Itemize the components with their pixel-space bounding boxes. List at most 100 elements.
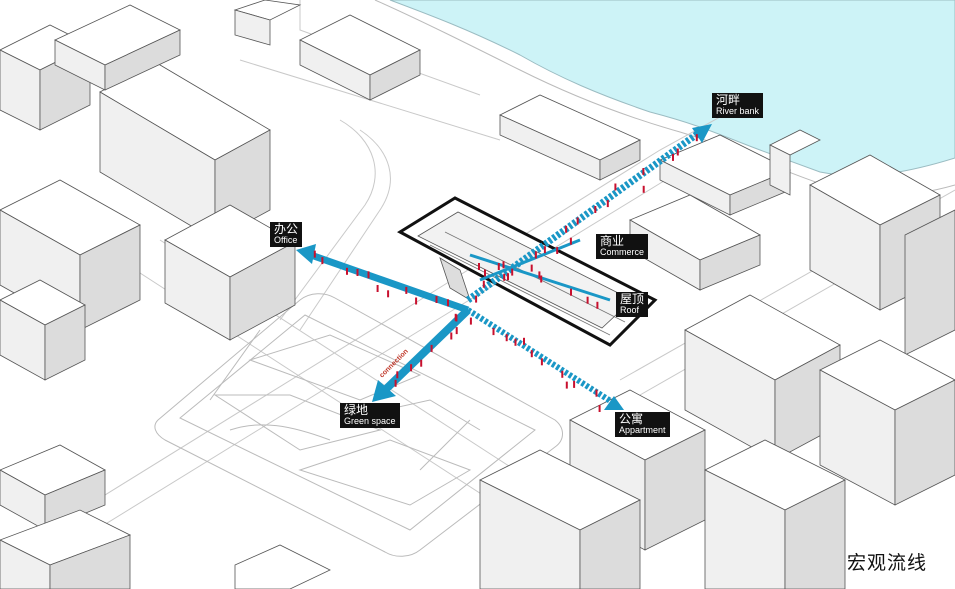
building-s-2 — [704, 439, 846, 589]
person-marker — [396, 371, 399, 379]
person-marker — [505, 334, 508, 342]
flow-green-space — [382, 307, 471, 393]
label-commerce-cn: 商业 — [600, 234, 625, 248]
label-green-space-en: Green space — [344, 415, 396, 426]
person-marker — [430, 344, 433, 352]
diagram-caption: 宏观流线 — [846, 552, 927, 574]
person-marker — [455, 327, 458, 335]
label-river-bank-cn: 河畔 — [716, 93, 741, 107]
label-green-space-cn: 绿地 — [344, 403, 369, 417]
arrowhead-river-bank — [692, 124, 712, 143]
person-marker — [530, 264, 533, 272]
person-marker — [346, 267, 348, 275]
person-marker — [523, 337, 525, 345]
building-se-2 — [819, 339, 955, 506]
person-marker — [492, 328, 495, 336]
person-marker — [595, 389, 598, 397]
label-roof: 屋顶 Roof — [616, 292, 649, 318]
label-roof-en: Roof — [620, 304, 640, 315]
project-building — [397, 196, 658, 347]
building-se-1 — [684, 294, 841, 461]
flow-arrows: connection — [296, 124, 712, 410]
person-marker — [569, 237, 572, 245]
person-marker — [556, 247, 559, 254]
building-e-2 — [904, 209, 955, 356]
person-marker — [565, 225, 568, 233]
people-markers — [313, 134, 698, 412]
label-office-en: Office — [274, 234, 298, 245]
flow-apartment — [466, 307, 614, 405]
label-river-bank-en: River bank — [716, 105, 760, 116]
person-marker — [530, 350, 533, 358]
label-apartment: 公寓 Appartment — [615, 412, 670, 438]
label-river-bank: 河畔 River bank — [712, 93, 764, 119]
person-marker — [511, 268, 514, 276]
label-commerce-en: Commerce — [600, 246, 645, 257]
label-apartment-cn: 公寓 — [619, 412, 644, 426]
label-apartment-en: Appartment — [619, 424, 666, 435]
arrowhead-green-space — [372, 380, 396, 402]
person-marker — [497, 263, 500, 270]
building-nw-2 — [164, 204, 296, 341]
label-green-space: 绿地 Green space — [340, 403, 400, 429]
person-marker — [576, 217, 579, 225]
person-marker — [394, 379, 397, 387]
person-marker — [561, 370, 564, 378]
person-marker — [695, 134, 698, 142]
person-marker — [450, 332, 453, 340]
label-commerce: 商业 Commerce — [596, 234, 649, 260]
building-n-1 — [54, 4, 181, 91]
person-marker — [410, 364, 413, 372]
person-marker — [540, 358, 543, 366]
person-marker — [405, 286, 408, 294]
person-marker — [503, 273, 506, 281]
person-marker — [565, 381, 568, 389]
person-marker — [676, 148, 679, 156]
person-marker — [482, 280, 485, 288]
person-marker — [387, 290, 390, 298]
building-n-3 — [233, 0, 302, 46]
person-marker — [478, 263, 480, 270]
arrowhead-apartment — [604, 396, 624, 410]
person-marker — [507, 273, 509, 281]
person-marker — [606, 200, 609, 208]
person-marker — [540, 275, 543, 283]
label-office-cn: 办公 — [274, 222, 299, 236]
person-marker — [573, 380, 576, 388]
flow-river-bank — [465, 129, 703, 303]
person-marker — [672, 153, 674, 161]
person-marker — [514, 338, 517, 346]
person-marker — [534, 251, 537, 259]
person-marker — [596, 301, 599, 309]
arrowhead-office — [296, 244, 316, 264]
person-marker — [454, 313, 457, 321]
person-marker — [367, 271, 370, 279]
person-marker — [321, 257, 324, 265]
person-marker — [376, 285, 379, 292]
person-marker — [538, 271, 541, 279]
label-roof-cn: 屋顶 — [620, 292, 645, 306]
person-marker — [598, 405, 601, 412]
person-marker — [420, 359, 423, 367]
person-marker — [435, 296, 438, 303]
person-marker — [543, 246, 546, 254]
person-marker — [484, 269, 486, 277]
green-space-park — [154, 293, 563, 557]
person-marker — [614, 183, 617, 191]
person-marker — [642, 168, 645, 175]
label-office: 办公 Office — [270, 222, 303, 248]
person-marker — [586, 296, 589, 304]
building-riverside — [499, 94, 641, 181]
building-s-low — [234, 544, 331, 589]
person-marker — [570, 288, 572, 296]
person-marker — [356, 269, 359, 276]
person-marker — [594, 206, 597, 213]
person-marker — [642, 185, 645, 193]
person-marker — [415, 297, 418, 305]
building-s-3 — [479, 449, 641, 589]
river — [389, 0, 955, 177]
flow-office — [306, 250, 470, 314]
